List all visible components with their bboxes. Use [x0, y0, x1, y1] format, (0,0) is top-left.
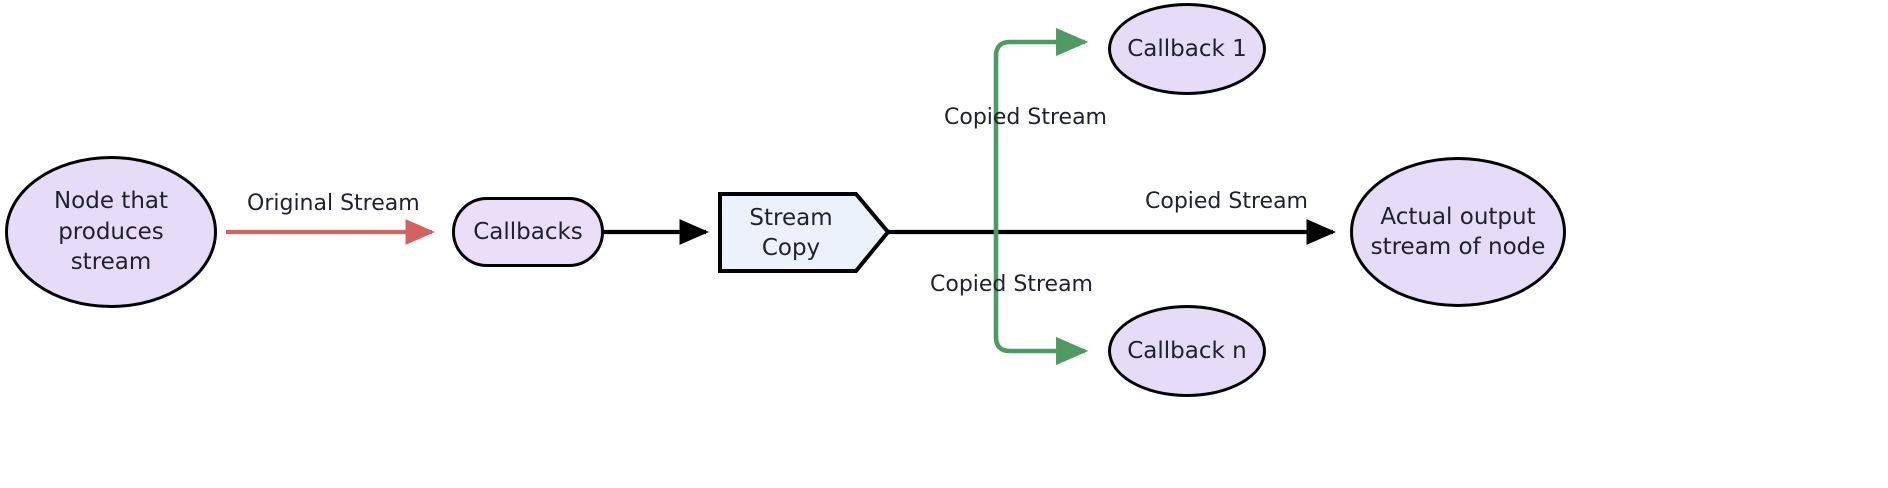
node-callback-n[interactable]: Callback n	[1108, 305, 1266, 397]
node-callback-n-label: Callback n	[1127, 337, 1247, 364]
node-actual-output[interactable]: Actual output stream of node	[1350, 157, 1566, 307]
edge-label-copied-stream-callback-n: Copied Stream	[930, 272, 1093, 297]
edge-label-original-stream: Original Stream	[247, 191, 420, 216]
edge-label-copied-stream-actual-output: Copied Stream	[1145, 189, 1308, 214]
node-callback-1[interactable]: Callback 1	[1108, 3, 1266, 95]
edge-stream-copy-to-callback-n	[993, 232, 1089, 366]
node-producer[interactable]: Node that produces stream	[5, 156, 217, 308]
edge-label-copied-stream-callback-1: Copied Stream	[944, 105, 1107, 130]
node-callback-1-label: Callback 1	[1127, 35, 1247, 62]
edge-stream-copy-to-callback-1	[993, 27, 1089, 232]
node-callbacks[interactable]: Callbacks	[452, 197, 604, 267]
stream-copy-shape	[718, 192, 891, 273]
node-stream-copy-label: Stream Copy	[749, 204, 833, 261]
node-actual-output-label: Actual output stream of node	[1370, 203, 1546, 260]
node-callbacks-label: Callbacks	[473, 218, 583, 245]
node-producer-label: Node that produces stream	[53, 188, 169, 276]
node-stream-copy[interactable]: Stream Copy	[718, 192, 890, 274]
